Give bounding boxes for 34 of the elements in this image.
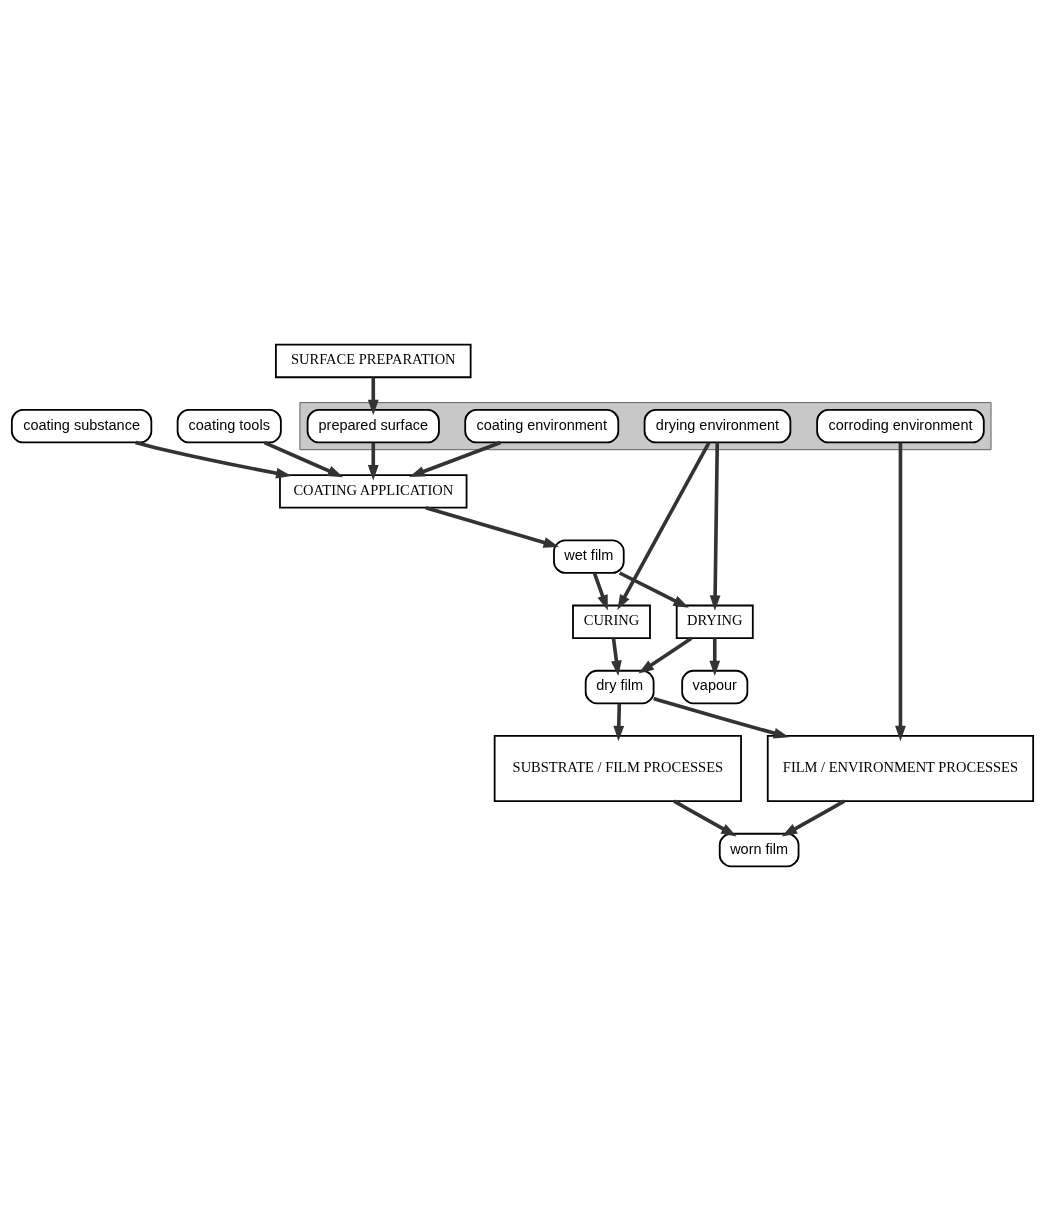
arrow — [263, 440, 344, 477]
arrow — [895, 442, 906, 741]
node-box: prepared surface — [306, 408, 440, 443]
arrow — [709, 637, 721, 676]
arrow — [781, 799, 846, 836]
node-box: coating substance — [10, 408, 153, 443]
arrow — [617, 441, 711, 610]
arrow — [618, 570, 689, 608]
node-box: SUBSTRATE / FILM PROCESSES — [493, 734, 742, 802]
node-box: coating tools — [176, 408, 282, 443]
node-box: worn film — [718, 832, 800, 867]
arrow — [409, 440, 502, 477]
arrow — [638, 636, 693, 674]
arrow — [367, 377, 379, 415]
node-box: corroding environment — [816, 408, 985, 443]
arrow — [709, 442, 721, 611]
node-box: vapour — [681, 669, 749, 704]
arrow — [135, 440, 292, 478]
node-box: wet film — [553, 538, 625, 574]
node-box: SURFACE PREPARATION — [275, 343, 472, 378]
node-box: CURING — [572, 604, 651, 639]
node-box: FILM / ENVIRONMENT PROCESSES — [766, 734, 1035, 802]
node-box: dry film — [584, 669, 655, 704]
arrow — [613, 703, 625, 741]
arrow — [673, 799, 737, 836]
arrow — [425, 505, 559, 548]
node-box: coating environment — [464, 408, 620, 443]
arrow — [592, 572, 608, 611]
arrow — [653, 696, 790, 738]
node-box: COATING APPLICATION — [279, 473, 468, 509]
node-box: DRYING — [675, 604, 754, 639]
node-box: drying environment — [643, 408, 792, 443]
arrow — [611, 637, 622, 676]
arrow — [367, 442, 379, 480]
